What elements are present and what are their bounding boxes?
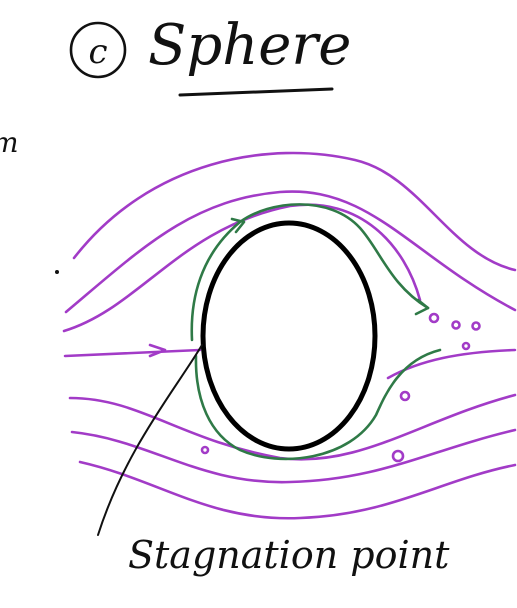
streamline-bottom-middle [72,430,515,482]
wake-eddy [473,323,480,330]
wake-eddy [430,314,438,322]
stray-mark [55,270,59,274]
wake-eddy [401,392,409,400]
sphere [203,223,375,449]
streamline-top-middle [66,192,515,312]
stagnation-point-label: Stagnation point [128,533,450,577]
streamline-arrowhead [150,345,165,356]
title-marker: c [88,32,107,72]
wake-eddy [453,322,460,329]
streamline-center [65,350,200,356]
wake-eddy [393,451,403,461]
streamline-top-outer [74,153,515,270]
margin-fragment: m [0,126,19,159]
wake-eddy [202,447,208,453]
streamlines [64,153,515,518]
streamline-wake-upper [388,350,515,378]
title-text: Sphere [148,13,351,78]
title-underline [180,89,332,95]
streamline-bottom-outer [80,462,515,518]
wake-eddy [463,343,469,349]
title: c Sphere [71,13,351,95]
